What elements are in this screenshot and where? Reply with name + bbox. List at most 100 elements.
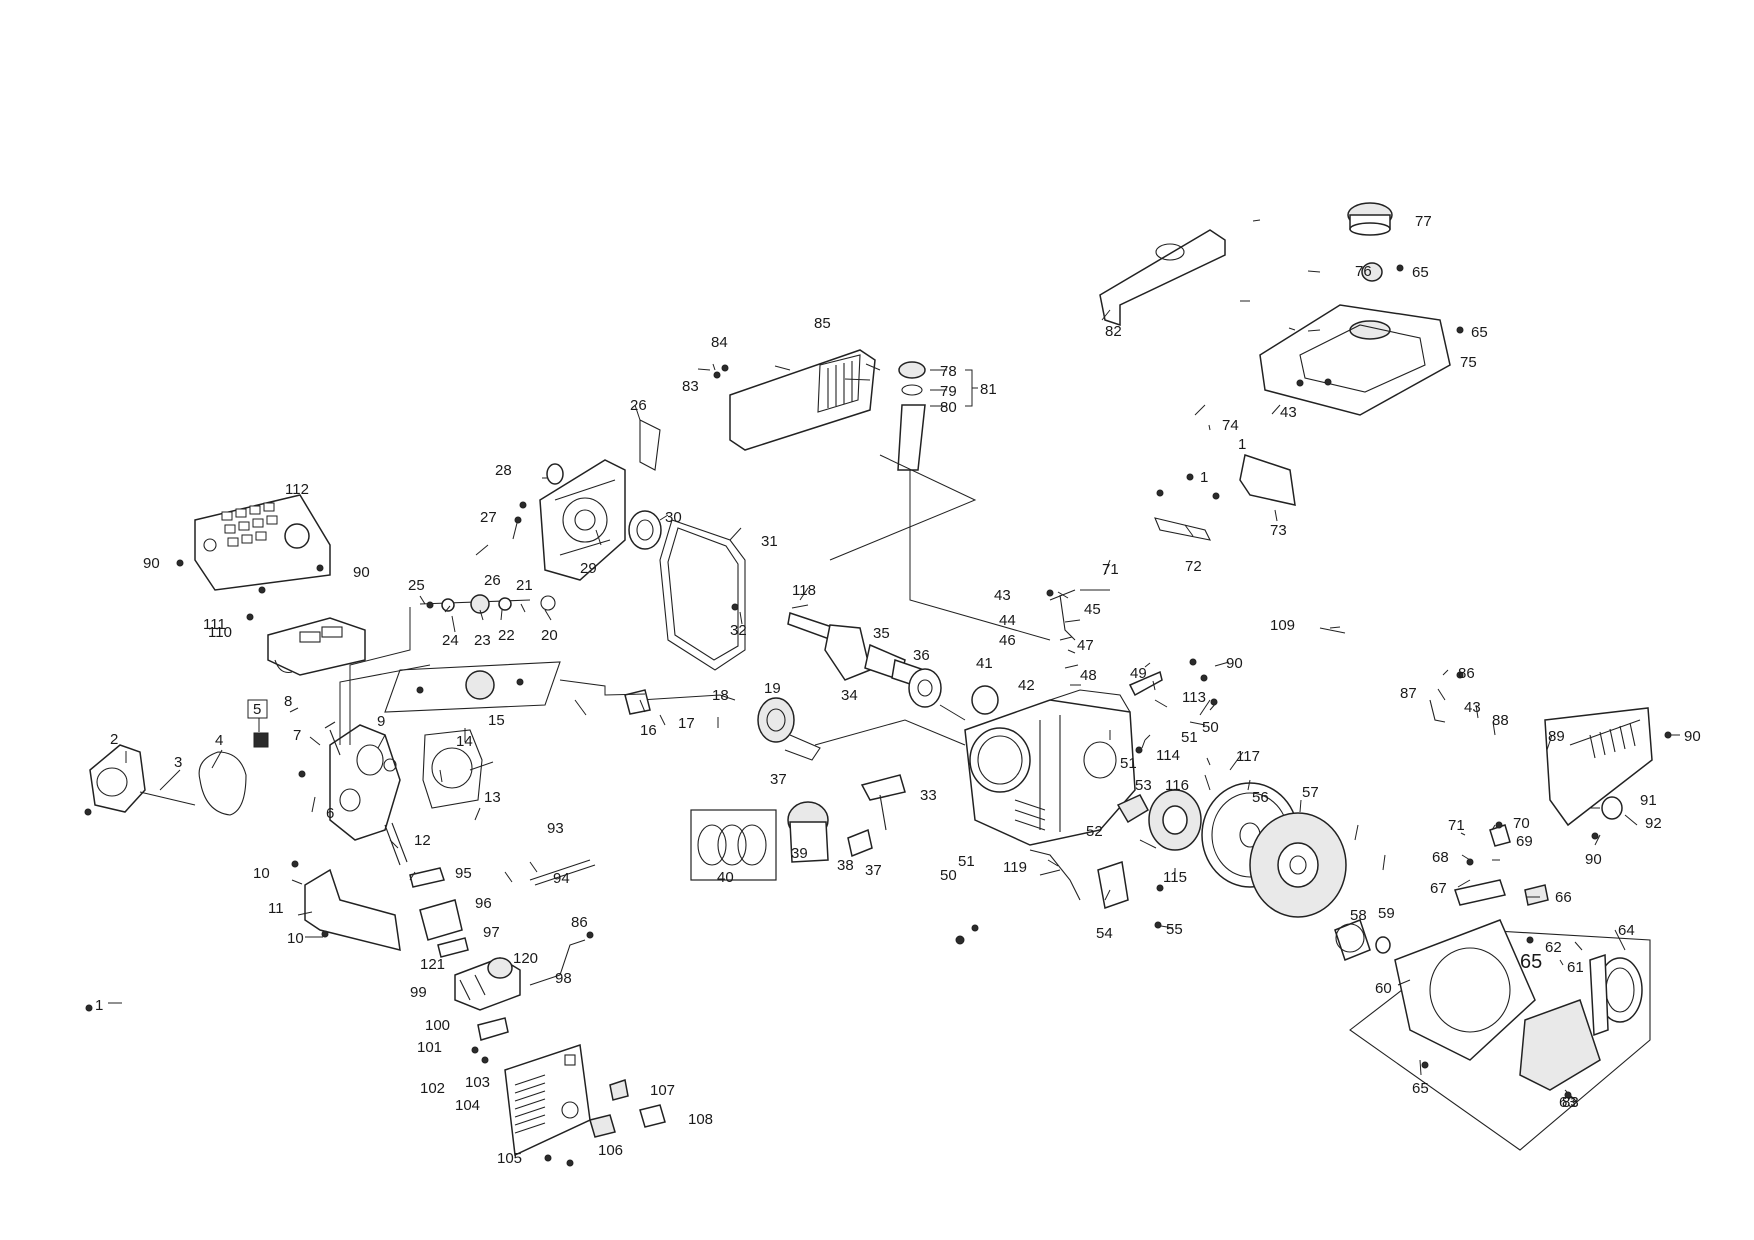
- callout-26: 26: [630, 397, 647, 414]
- callout-87: 87: [1400, 685, 1417, 702]
- callout-83: 83: [682, 378, 699, 395]
- head-gasket-part: [422, 729, 483, 809]
- connecting-rod-part: [860, 774, 906, 831]
- callout-86: 86: [571, 914, 588, 931]
- callout-25: 25: [408, 577, 425, 594]
- callout-10: 10: [253, 865, 270, 882]
- fasteners: [85, 264, 1672, 1167]
- callout-65: 65: [1520, 951, 1542, 973]
- callout-60: 60: [1375, 980, 1392, 997]
- callout-98: 98: [555, 970, 572, 987]
- bracket-78-80: [965, 369, 978, 407]
- callout-31: 31: [761, 533, 778, 550]
- callout-5: 5: [253, 701, 261, 718]
- voltage-regulator-part: [1097, 861, 1129, 909]
- callout-96: 96: [475, 895, 492, 912]
- callout-118: 118: [792, 582, 816, 599]
- callout-90: 90: [1226, 655, 1243, 672]
- tank-bracket-part: [1239, 454, 1296, 506]
- callout-65: 65: [1412, 1080, 1429, 1097]
- callout-58: 58: [1350, 907, 1367, 924]
- key-part: [639, 1104, 666, 1128]
- callout-80: 80: [940, 399, 957, 416]
- callout-37: 37: [770, 771, 787, 788]
- callout-24: 24: [442, 632, 459, 649]
- callout-92: 92: [1645, 815, 1662, 832]
- callout-41: 41: [976, 655, 993, 672]
- valve-cover-gasket-part: [198, 751, 247, 816]
- callout-61: 61: [1567, 959, 1584, 976]
- callout-39: 39: [791, 845, 808, 862]
- crankshaft-seal-part: [971, 685, 999, 715]
- callout-84: 84: [711, 334, 728, 351]
- governor-lever-part: [1128, 670, 1163, 697]
- callout-59: 59: [1378, 905, 1395, 922]
- callout-109: 109: [1270, 617, 1295, 634]
- air-filter-base-part: [267, 617, 366, 676]
- spark-plug-part: [253, 732, 269, 748]
- stator-part: [1148, 789, 1202, 851]
- crankshaft-part: [787, 612, 931, 692]
- oil-seal-28-part: [546, 463, 564, 485]
- callout-23: 23: [474, 632, 491, 649]
- heat-shield-part: [1099, 229, 1226, 327]
- callout-114: 114: [1156, 747, 1180, 764]
- callout-120: 120: [513, 950, 538, 967]
- callout-99: 99: [410, 984, 427, 1001]
- cooling-fan-part: [1249, 812, 1347, 918]
- callout-104: 104: [455, 1097, 480, 1114]
- callout-30: 30: [665, 509, 682, 526]
- wire-harness-part: [1029, 849, 1081, 901]
- crank-gear-part: [757, 697, 821, 761]
- callout-50: 50: [940, 867, 957, 884]
- callout-55: 55: [1166, 921, 1183, 938]
- callout-108: 108: [688, 1111, 713, 1128]
- cylinder-head-part: [324, 721, 401, 841]
- carb-gasket-part: [477, 1017, 509, 1041]
- exhaust-shield-part: [304, 868, 401, 951]
- callout-71: 71: [1102, 561, 1119, 578]
- callout-4: 4: [215, 732, 223, 749]
- callout-110: 110: [208, 624, 232, 641]
- bearing-30-part: [628, 510, 662, 550]
- outlet-cap-part: [589, 1114, 616, 1138]
- callout-45: 45: [1084, 601, 1101, 618]
- callout-47: 47: [1077, 637, 1094, 654]
- callout-117: 117: [1236, 748, 1260, 765]
- callout-101: 101: [417, 1039, 442, 1056]
- callout-40: 40: [717, 869, 734, 886]
- callout-38: 38: [837, 857, 854, 874]
- callout-43: 43: [1464, 699, 1481, 716]
- callout-1: 1: [1200, 469, 1208, 486]
- callout-26: 26: [484, 572, 501, 589]
- callout-85: 85: [814, 315, 831, 332]
- callout-44: 44: [999, 612, 1016, 629]
- fuel-strainer-part: [1361, 262, 1383, 282]
- leader-lines: [108, 219, 1680, 1103]
- callout-64: 64: [1618, 922, 1635, 939]
- callout-116: 116: [1165, 777, 1189, 794]
- intake-spacer-96-part: [419, 899, 463, 941]
- crankcase-block-part: [964, 689, 1136, 846]
- callout-35: 35: [873, 625, 890, 642]
- callout-71: 71: [1448, 817, 1465, 834]
- callout-3: 3: [174, 754, 182, 771]
- oil-level-sensor-part: [639, 419, 661, 471]
- callout-28: 28: [495, 462, 512, 479]
- callout-72: 72: [1185, 558, 1202, 575]
- callout-labels: 1 1 1 2 3 4 5 6 7 8 9 10 10 11 12 13 14 …: [95, 213, 1701, 1167]
- callout-37: 37: [865, 862, 882, 879]
- callout-74: 74: [1222, 417, 1239, 434]
- camshaft-plate-part: [384, 661, 561, 713]
- callout-33: 33: [920, 787, 937, 804]
- callout-70: 70: [1513, 815, 1530, 832]
- callout-32: 32: [730, 622, 747, 639]
- ignition-coil-part: [1116, 794, 1149, 824]
- piston-pin-part: [847, 828, 873, 858]
- governor-arm-part: [1049, 589, 1076, 641]
- control-panel-part: [504, 1044, 591, 1157]
- callout-73: 73: [1270, 522, 1287, 539]
- callout-27: 27: [480, 509, 497, 526]
- callout-90: 90: [1585, 851, 1602, 868]
- callout-42: 42: [1018, 677, 1035, 694]
